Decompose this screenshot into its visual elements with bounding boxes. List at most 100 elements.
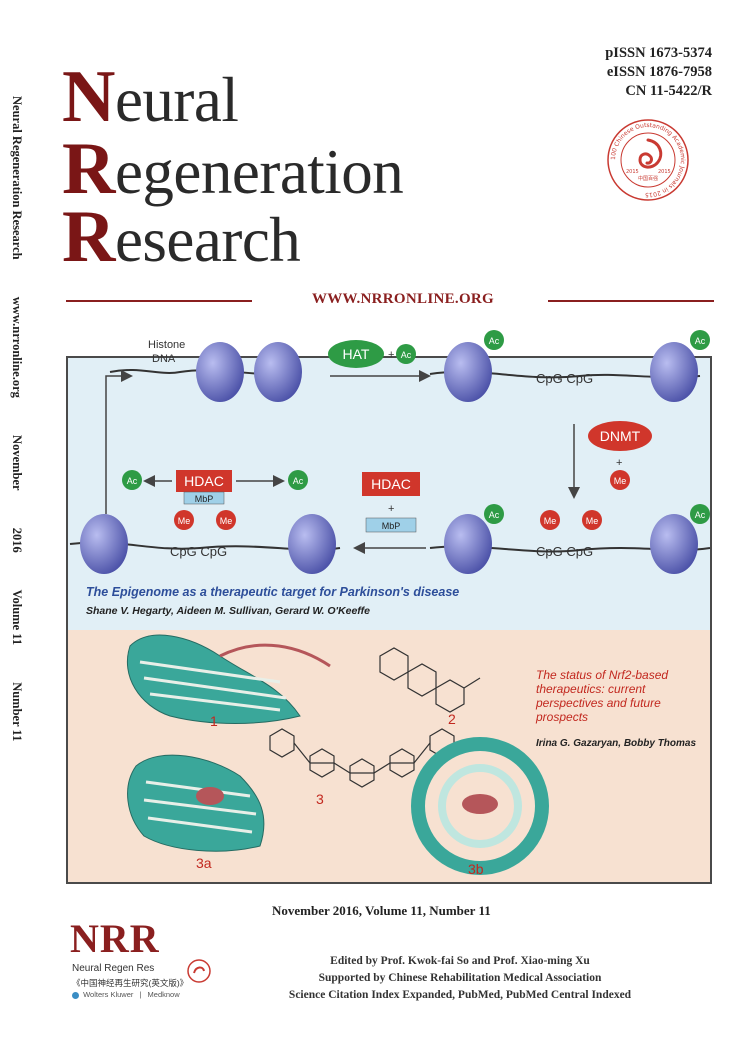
acetyl-label: Ac <box>293 476 304 486</box>
nrr-logo: NRR <box>70 916 160 961</box>
journal-abbreviation: Neural Regen Res <box>72 963 155 974</box>
nucleosome <box>650 514 698 574</box>
seal-inner-ring <box>620 132 676 188</box>
cpg-label: CpG CpG <box>536 371 593 386</box>
spine-number: Number 11 <box>10 682 24 742</box>
cover-figure-frame <box>66 356 712 884</box>
nucleosome <box>196 342 244 402</box>
publisher-medknow: Medknow <box>147 990 180 999</box>
protein-structure-3b <box>411 737 549 875</box>
right-rule <box>548 300 714 302</box>
acetyl-badge <box>122 470 142 490</box>
acetyl-label: Ac <box>695 336 706 346</box>
spine-url: www.nrronline.org <box>10 296 24 398</box>
seal-outer-ring <box>607 119 689 201</box>
footer-editors: Edited by Prof. Kwok-fai So and Prof. Xi… <box>330 955 590 967</box>
seal-mark: 中国百强 <box>638 175 658 182</box>
acetyl-badge <box>288 470 308 490</box>
journal-title-line-3: Research <box>62 200 301 275</box>
dnmt-plus: + <box>616 457 622 469</box>
mbp-label: MbP <box>195 494 214 504</box>
spine-title: Neural Regeneration Research <box>10 96 24 260</box>
title-word-regeneration: egeneration <box>114 137 404 207</box>
hat-enzyme <box>328 340 384 368</box>
hdac-label: HDAC <box>371 476 411 492</box>
hdac-plus: + <box>388 503 394 515</box>
wolters-kluwer-icon <box>72 991 79 999</box>
acetyl-badge <box>484 330 504 350</box>
nucleosome <box>288 514 336 574</box>
eissn: eISSN 1876-7958 <box>606 64 712 80</box>
acetyl-badge <box>396 344 416 364</box>
issue-line: November 2016, Volume 11, Number 11 <box>272 903 491 918</box>
article-caption-nrf2[interactable]: The status of Nrf2-based therapeutics: c… <box>536 668 669 724</box>
methyl-label: Me <box>220 516 233 526</box>
pissn: pISSN 1673-5374 <box>605 45 712 61</box>
title-initial-r2: R <box>62 196 115 278</box>
acetyl-label: Ac <box>127 476 138 486</box>
dnmt-label: DNMT <box>600 428 641 444</box>
protein-structure-3a <box>127 754 265 852</box>
hdac-enzyme <box>176 470 232 492</box>
structure-label-3: 3 <box>316 791 324 807</box>
acetyl-badge <box>484 504 504 524</box>
acetyl-label: Ac <box>489 510 500 520</box>
seal-year-left: 2015 <box>626 169 639 175</box>
mbp-label: MbP <box>382 521 401 531</box>
hdac-enzyme <box>362 472 420 496</box>
methyl-badge <box>540 510 560 530</box>
cpg-label: CpG CpG <box>170 544 227 559</box>
methyl-badge <box>216 510 236 530</box>
nucleosome <box>444 342 492 402</box>
title-initial-r1: R <box>62 128 115 210</box>
structure-label-3b: 3b <box>468 861 484 877</box>
dna-label: DNA <box>152 353 176 365</box>
mbp-protein <box>365 517 417 533</box>
title-word-research: esearch <box>114 205 301 275</box>
seal-swirl-mark <box>638 138 663 169</box>
dnmt-enzyme <box>588 421 652 451</box>
journal-title-line-1: Neural <box>62 60 239 135</box>
website-url[interactable]: WWW.NRRONLINE.ORG <box>311 291 495 307</box>
nucleosome <box>80 514 128 574</box>
article-authors-nrf2: Irina G. Gazaryan, Bobby Thomas <box>536 738 697 749</box>
chemical-structure-2 <box>379 647 481 713</box>
methyl-badge <box>610 470 630 490</box>
article-caption-epigenome[interactable]: The Epigenome as a therapeutic target fo… <box>86 585 460 599</box>
acetyl-label: Ac <box>489 336 500 346</box>
acetyl-badge <box>690 330 710 350</box>
methyl-label: Me <box>586 516 599 526</box>
nucleosome <box>650 342 698 402</box>
structure-label-1: 1 <box>210 713 218 729</box>
publisher-wolters-kluwer: Wolters Kluwer <box>83 990 134 999</box>
cn-number: CN 11-5422/R <box>625 83 712 99</box>
methyl-label: Me <box>178 516 191 526</box>
publisher-separator: | <box>139 990 142 999</box>
structure-label-3a: 3a <box>196 855 212 871</box>
hdac-label: HDAC <box>184 473 224 489</box>
issn-block: pISSN 1673-5374 eISSN 1876-7958 CN 11-54… <box>605 44 712 101</box>
nucleosome <box>444 514 492 574</box>
hat-label: HAT <box>343 346 370 362</box>
methyl-label: Me <box>544 516 557 526</box>
spine: Neural Regeneration Research www.nrronli… <box>2 96 30 856</box>
acetyl-badge <box>690 504 710 524</box>
footer-support: Supported by Chinese Rehabilitation Medi… <box>318 972 602 984</box>
spine-volume: Volume 11 <box>10 589 24 646</box>
nrr-emblem-icon <box>187 959 211 983</box>
article-authors-epigenome: Shane V. Hegarty, Aideen M. Sullivan, Ge… <box>86 605 370 617</box>
journal-chinese-title: 《中国神经再生研究(英文版)》 <box>72 978 189 988</box>
cycle-arrow <box>105 370 133 514</box>
methyl-badge <box>582 510 602 530</box>
spine-text: Neural Regeneration Research www.nrronli… <box>9 96 24 775</box>
methyl-label: Me <box>614 476 627 486</box>
left-rule <box>66 300 252 302</box>
acetyl-label: Ac <box>695 510 706 520</box>
nucleosome <box>254 342 302 402</box>
methyl-badge <box>174 510 194 530</box>
footer-indexed: Science Citation Index Expanded, PubMed,… <box>288 989 632 1001</box>
spine-month: November <box>10 435 24 491</box>
structure-label-2: 2 <box>448 711 456 727</box>
title-word-neural: eural <box>114 65 239 135</box>
cover-illustration: Histone DNA HAT + Ac Ac Ac CpG CpG DNMT … <box>69 330 711 877</box>
